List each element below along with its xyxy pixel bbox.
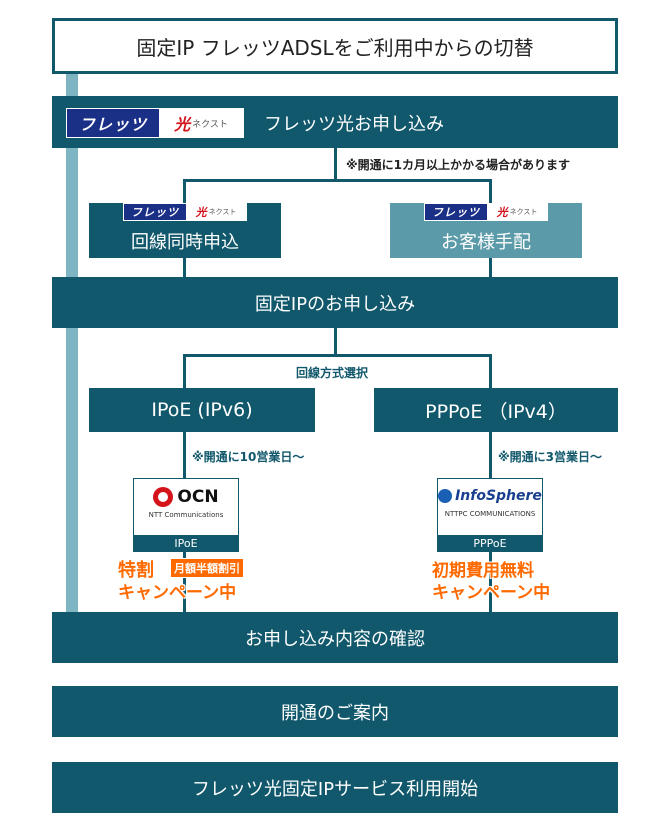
- step-fixed-ip-apply: 固定IPのお申し込み: [52, 277, 618, 328]
- step-notice-label: 開通のご案内: [281, 702, 389, 724]
- flets-logo-hikari-small-2: 光ネクスト: [487, 204, 547, 220]
- infosphere-sub-text: NTTPC COMMUNICATIONS: [444, 510, 536, 518]
- connector-v2: [334, 328, 337, 354]
- step-flets-apply-label: フレッツ光お申し込み: [264, 114, 444, 135]
- branch-line-label: 回線同時申込: [131, 232, 239, 253]
- flets-logo-next-small-text: ネクスト: [208, 208, 237, 216]
- ocn-strip-label: IPoE: [174, 536, 198, 550]
- flets-logo-hikari-small-text: 光: [195, 206, 207, 219]
- connector-ipoe: [183, 354, 186, 390]
- flets-logo-hikari-small-2-text: 光: [496, 206, 508, 219]
- pppoe-promo-campaign: キャンペーン中: [432, 583, 551, 603]
- flets-logo-brand: フレッツ: [67, 109, 159, 137]
- flets-logo-next-text: ネクスト: [192, 119, 228, 130]
- step-flets-apply: フレッツ 光ネクスト フレッツ光お申し込み: [52, 96, 618, 148]
- connector-branch-left: [183, 179, 186, 205]
- connector-branch-h2: [183, 354, 492, 357]
- step-start-label: フレッツ光固定IPサービス利用開始: [191, 778, 479, 800]
- infosphere-strip-label: PPPoE: [473, 536, 507, 550]
- method-pppoe-label: PPPoE （IPv4）: [425, 400, 567, 423]
- infosphere-strip: PPPoE: [438, 535, 542, 551]
- flets-logo-hikari: 光ネクスト: [159, 109, 243, 137]
- connector-pppoe: [489, 354, 492, 390]
- ipoe-promo: 特割 月額半額割引 キャンペーン中: [112, 556, 272, 603]
- ipoe-note: ※開通に10営業日〜: [190, 448, 307, 465]
- step-confirm: お申し込み内容の確認: [52, 612, 618, 663]
- step-start: フレッツ光固定IPサービス利用開始: [52, 762, 618, 813]
- branch-line-simultaneous: フレッツ 光ネクスト 回線同時申込: [89, 203, 281, 258]
- ocn-logo: OCN: [134, 487, 238, 507]
- method-ipoe-label: IPoE (IPv6): [151, 399, 253, 421]
- left-connector-line: [66, 74, 78, 614]
- pppoe-promo-title: 初期費用無料: [432, 561, 534, 581]
- flets-logo-hikari-small: 光ネクスト: [186, 204, 246, 220]
- ocn-brand-text: OCN: [177, 487, 219, 507]
- pppoe-promo: 初期費用無料 キャンペーン中: [426, 556, 566, 603]
- flow-title-box: 固定IP フレッツADSLをご利用中からの切替: [52, 18, 618, 74]
- connector-branch-left-down: [183, 258, 186, 278]
- ipoe-promo-title: 特割: [118, 560, 154, 581]
- flets-logo-brand-small-2: フレッツ: [425, 204, 487, 220]
- flets-logo-brand-small: フレッツ: [124, 204, 186, 220]
- connector-branch-h1: [183, 179, 492, 182]
- infosphere-logo: InfoSphere: [438, 488, 542, 504]
- flets-logo-hikari-text: 光: [174, 115, 191, 134]
- step-notice: 開通のご案内: [52, 686, 618, 737]
- ipoe-promo-campaign: キャンペーン中: [118, 583, 237, 603]
- provider-ocn-card: OCN NTT Communications IPoE: [133, 478, 239, 552]
- pppoe-note: ※開通に3営業日〜: [496, 448, 605, 465]
- method-pppoe: PPPoE （IPv4）: [374, 388, 618, 432]
- ipoe-promo-badge: 月額半額割引: [170, 558, 244, 578]
- step-confirm-label: お申し込み内容の確認: [245, 628, 425, 650]
- infosphere-brand-text: InfoSphere: [455, 488, 542, 504]
- flets-next-logo-small-2: フレッツ 光ネクスト: [424, 203, 548, 221]
- flets-logo-next-small-2-text: ネクスト: [509, 208, 538, 216]
- method-select-label: 回線方式選択: [294, 364, 371, 381]
- ocn-swirl-icon: [153, 487, 174, 507]
- ocn-sub-text: NTT Communications: [148, 511, 224, 519]
- infosphere-globe-icon: [438, 489, 453, 503]
- branch-customer-label: お客様手配: [441, 232, 531, 253]
- note-one-month: ※開通に1カ月以上かかる場合があります: [346, 158, 571, 172]
- connector-v1: [334, 148, 337, 180]
- connector-branch-right-down: [489, 258, 492, 278]
- method-ipoe: IPoE (IPv6): [89, 388, 315, 432]
- flets-next-logo-small: フレッツ 光ネクスト: [123, 203, 247, 221]
- connector-branch-right: [489, 179, 492, 205]
- flow-title: 固定IP フレッツADSLをご利用中からの切替: [136, 35, 534, 60]
- flets-next-logo: フレッツ 光ネクスト: [66, 108, 244, 138]
- provider-infosphere-card: InfoSphere NTTPC COMMUNICATIONS PPPoE: [437, 478, 543, 552]
- step-fixed-ip-label: 固定IPのお申し込み: [254, 293, 416, 315]
- branch-customer-arrangement: フレッツ 光ネクスト お客様手配: [390, 203, 582, 258]
- ocn-strip: IPoE: [134, 535, 238, 551]
